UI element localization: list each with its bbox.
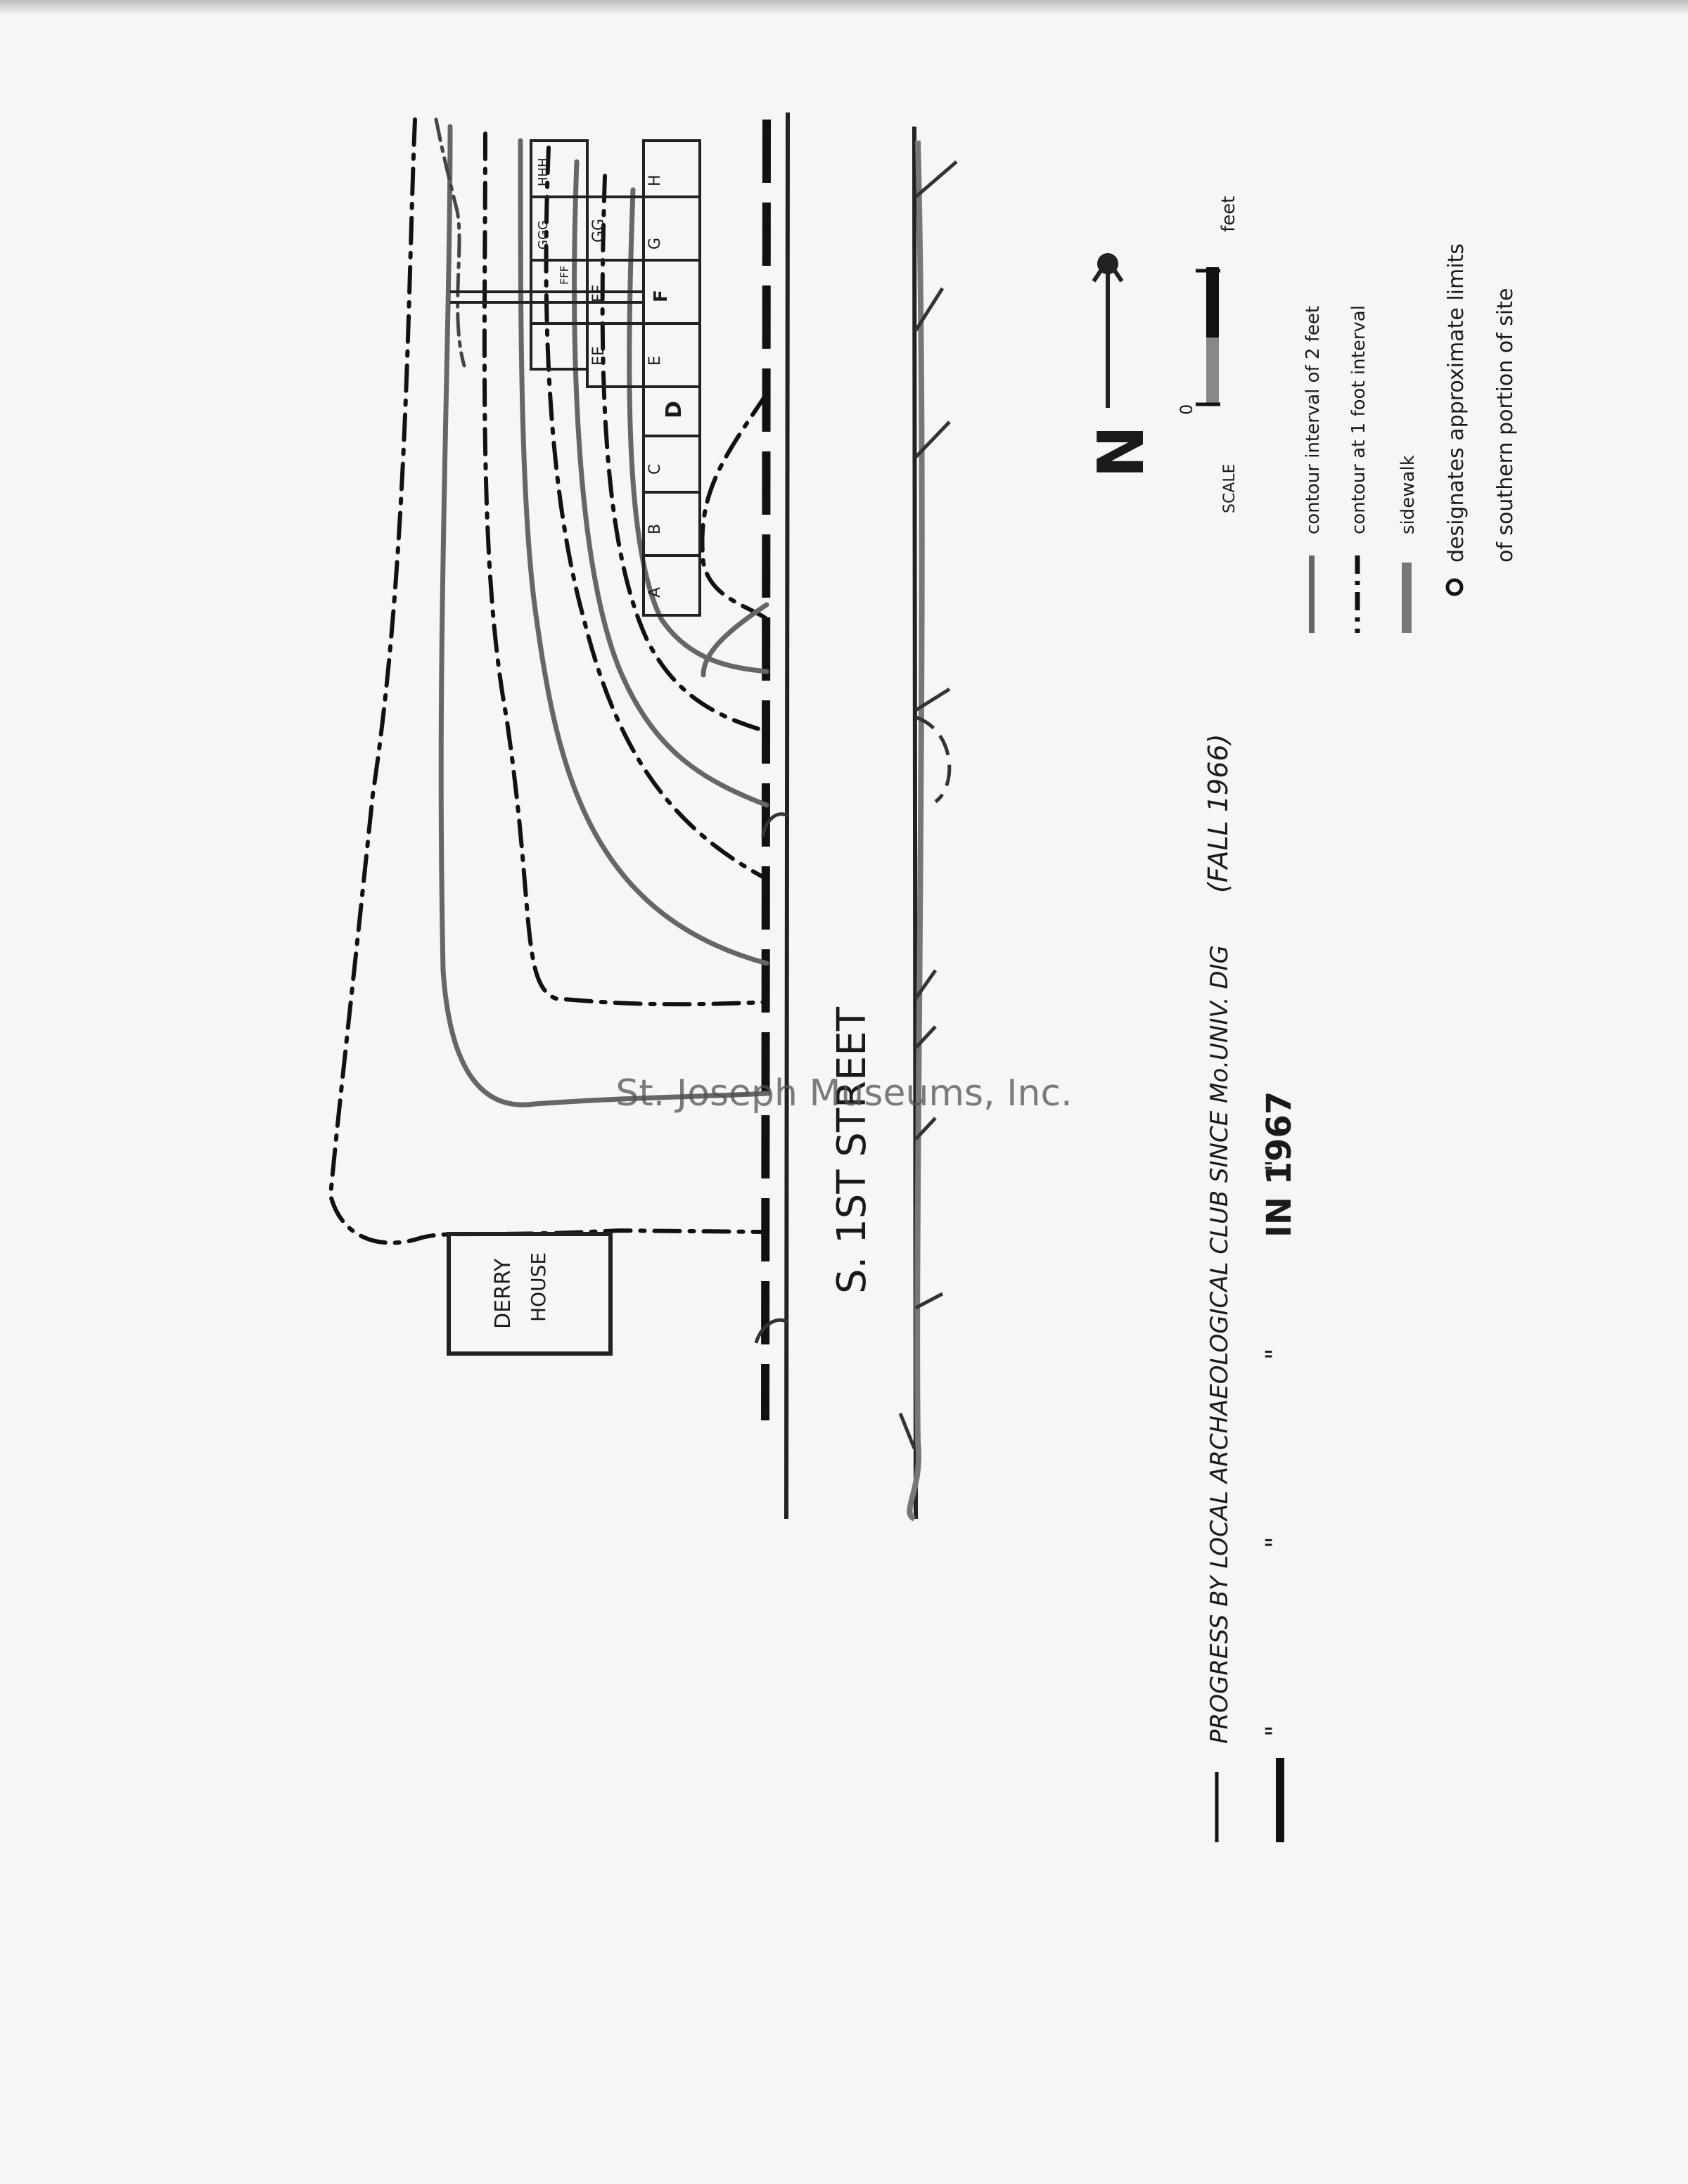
street-label: S. 1ST STREET [829, 1006, 875, 1294]
legend-swatch-site-limit [1445, 578, 1464, 596]
derry-house-label-1: DERRY [491, 1258, 516, 1329]
progress-line-2-year: IN 1967 [1260, 1091, 1299, 1238]
progress-markers [1215, 1758, 1284, 1842]
unit-GG: GG [590, 219, 608, 243]
scale-word: SCALE [1221, 463, 1239, 513]
unit-FFF: FFF [558, 265, 571, 285]
unit-A: A [646, 587, 664, 598]
contour-1ft-h [700, 392, 769, 621]
sidewalk-west [761, 119, 771, 1421]
legend-swatches [1309, 555, 1464, 633]
north-arrow-icon [1092, 253, 1124, 408]
excavation-grid [450, 139, 701, 617]
legend-label-1ft: contour at 1 foot interval [1348, 305, 1369, 534]
unit-HHH: HHH [536, 158, 551, 186]
derry-house-outline [447, 1232, 613, 1356]
contour-2ft-g [627, 187, 769, 674]
north-label: N [1085, 425, 1158, 478]
unit-G: G [646, 238, 664, 250]
unit-D: D [662, 401, 686, 418]
driveway-ticks [754, 160, 958, 1449]
contour-lines [328, 117, 769, 1245]
unit-EE: EE [590, 346, 608, 366]
legend-label-site-limit-2: of southern portion of site [1493, 288, 1518, 563]
progress-line-2-marks: " " " " [1261, 1075, 1290, 1737]
unit-FF: FF [590, 285, 608, 302]
contour-2ft-a [438, 124, 769, 1107]
scale-unit: feet [1218, 196, 1239, 232]
contour-1ft-j [434, 117, 466, 368]
contour-1ft-site-limit [328, 117, 769, 1245]
unit-GGG: GGG [536, 220, 551, 250]
unit-C: C [646, 464, 664, 475]
contour-2ft-i [701, 602, 769, 678]
contour-1ft-d [544, 146, 769, 881]
progress-line-1-date: (FALL 1966) [1203, 734, 1234, 893]
scan-edge [0, 0, 1688, 15]
contour-2ft-e [572, 159, 769, 808]
legend-label-sidewalk: sidewalk [1398, 455, 1419, 534]
sidewalk-east [907, 140, 925, 1522]
derry-house-label-2: HOUSE [527, 1252, 550, 1322]
scale-bar [1196, 267, 1220, 406]
unit-F: F [651, 290, 672, 302]
map-text-layer: S. 1ST STREET DERRY HOUSE N SCALE 0 feet… [491, 158, 1518, 1744]
contour-1ft-f [600, 174, 769, 733]
street-edges [784, 112, 918, 1520]
contour-1ft-b [482, 131, 769, 1007]
legend-label-2ft: contour interval of 2 feet [1303, 306, 1324, 534]
unit-E: E [646, 356, 664, 366]
unit-H: H [646, 174, 664, 186]
legend-label-site-limit-1: designates approximate limits [1444, 243, 1469, 563]
unit-B: B [646, 524, 664, 534]
contour-2ft-c [518, 138, 769, 966]
progress-line-1: PROGRESS BY LOCAL ARCHAEOLOGICAL CLUB SI… [1206, 945, 1234, 1744]
scale-zero: 0 [1177, 404, 1196, 415]
